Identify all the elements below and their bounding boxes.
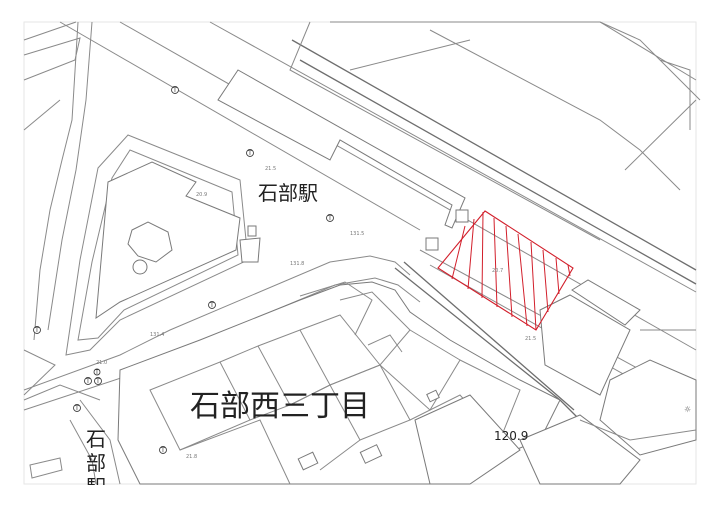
svg-text:20.7: 20.7 [492,268,503,274]
svg-text:T: T [172,87,177,94]
station-building [217,69,469,251]
symbol-marker: T [246,149,254,157]
south-buildings [117,281,561,485]
east-buildings [29,279,697,485]
svg-text:部: 部 [86,451,106,475]
symbol-marker: T [208,301,216,309]
svg-text:T: T [74,405,79,412]
svg-text:T: T [95,378,100,385]
highlighted-parcel [437,210,574,331]
svg-text:T: T [247,150,252,157]
svg-text:21.5: 21.5 [525,336,536,342]
left-linework [23,21,101,401]
svg-text:20.9: 20.9 [196,192,207,198]
svg-text:T: T [160,447,165,454]
elevation-label: 120.9 [494,429,528,443]
symbol-marker: T [33,326,41,334]
station-label: 石部駅 [258,181,318,205]
svg-text:T: T [34,327,39,334]
map-symbols: T T T T T T T T T T [33,86,334,454]
symbol-marker: T [159,446,167,454]
svg-text:石: 石 [86,427,106,451]
elevation-tiny-labels: 21.5 20.9 131.5 131.8 131.4 21.0 21.8 20… [96,166,536,460]
svg-text:T: T [209,302,214,309]
svg-text:21.5: 21.5 [265,166,276,172]
svg-text:T: T [327,215,332,222]
plaza-block [65,134,261,356]
sun-symbol-icon: ☼ [684,405,691,414]
symbol-marker: T [84,377,92,385]
svg-text:131.5: 131.5 [350,231,364,237]
symbol-marker: T [326,214,334,222]
svg-text:T: T [94,369,99,376]
svg-text:21.8: 21.8 [186,454,197,460]
bottom-margin [0,485,720,509]
svg-text:131.8: 131.8 [290,261,304,267]
svg-text:T: T [85,378,90,385]
symbol-marker: T [93,368,101,376]
symbol-marker: T [171,86,179,94]
svg-text:131.4: 131.4 [150,332,164,338]
symbol-marker: T [73,404,81,412]
district-label: 石部西三丁目 [190,389,370,424]
svg-text:21.0: 21.0 [96,360,107,366]
symbol-marker: T [94,377,102,385]
